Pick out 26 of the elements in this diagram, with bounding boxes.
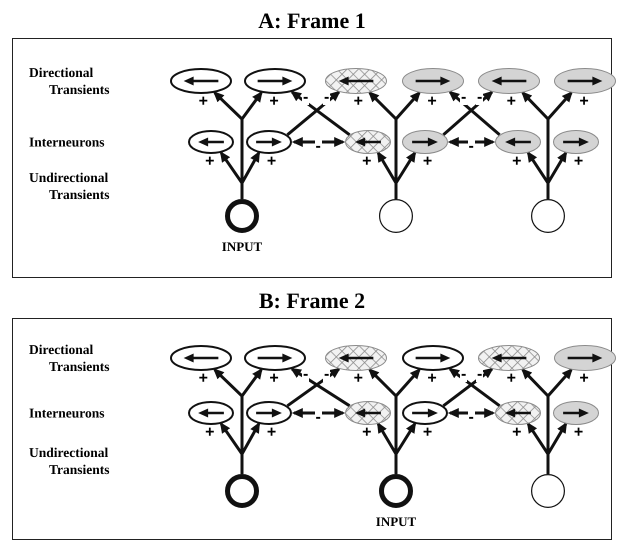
arrow xyxy=(290,90,350,136)
double-arrow xyxy=(448,408,496,418)
edge-label: - xyxy=(322,91,330,106)
row-label: Interneurons xyxy=(29,404,106,422)
edge-label: - xyxy=(322,368,330,382)
panel-title: B: Frame 2 xyxy=(258,288,366,314)
row-label: Interneurons xyxy=(29,134,106,150)
arrow xyxy=(286,90,341,136)
row-label: Directional Transients xyxy=(29,64,111,98)
arrow xyxy=(448,90,501,136)
caption-text: INPUT xyxy=(376,514,416,530)
panel-title: A: Frame 1 xyxy=(258,8,366,34)
edge-label: - xyxy=(476,91,484,106)
row-label: Undirectional Transients xyxy=(29,169,111,203)
row-label: Undirectional Transients xyxy=(29,444,111,478)
edge-label: - xyxy=(476,368,484,382)
caption-text: INPUT xyxy=(222,239,262,255)
arrow xyxy=(290,368,350,408)
arrow xyxy=(442,368,494,407)
double-arrow xyxy=(292,137,346,147)
row-label: Directional Transients xyxy=(29,341,111,375)
arrow xyxy=(448,368,500,407)
arrow xyxy=(442,90,494,136)
arrow xyxy=(286,368,341,408)
double-arrow xyxy=(292,408,346,418)
double-arrow xyxy=(448,137,496,147)
